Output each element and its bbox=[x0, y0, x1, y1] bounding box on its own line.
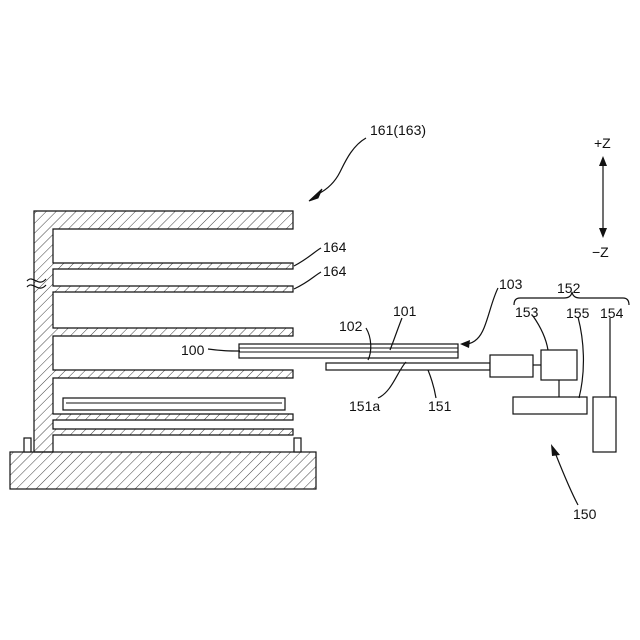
part-154-box bbox=[593, 397, 616, 452]
leader-151 bbox=[428, 370, 436, 398]
label-rack: 161(163) bbox=[370, 122, 426, 138]
label-part-154: 154 bbox=[600, 305, 624, 321]
label-substrate: 100 bbox=[181, 342, 205, 358]
leader-155 bbox=[578, 317, 583, 398]
foot-left bbox=[24, 438, 31, 452]
rack-frame bbox=[34, 211, 293, 452]
label-arm: 151 bbox=[428, 398, 452, 414]
leader-100 bbox=[208, 349, 240, 351]
label-arm-surface: 151a bbox=[349, 398, 380, 414]
label-plus-z: +Z bbox=[594, 135, 611, 151]
leader-150 bbox=[556, 455, 578, 505]
label-layer-101: 101 bbox=[393, 303, 417, 319]
arrowhead-161 bbox=[309, 189, 322, 201]
leader-161 bbox=[318, 138, 366, 194]
label-layer-102: 102 bbox=[339, 318, 363, 334]
arrowhead-150 bbox=[551, 444, 560, 456]
z-up-arrowhead bbox=[599, 156, 607, 166]
label-unit-150: 150 bbox=[573, 506, 597, 522]
arm-151 bbox=[326, 363, 490, 370]
arm-drive-box bbox=[490, 355, 533, 377]
stored-substrate bbox=[63, 398, 285, 410]
part-153-box bbox=[541, 350, 577, 380]
label-group-152: 152 bbox=[557, 280, 581, 296]
label-shelf-b: 164 bbox=[323, 263, 347, 279]
label-shelf-a: 164 bbox=[323, 239, 347, 255]
base-block bbox=[10, 452, 316, 489]
label-part-153: 153 bbox=[515, 304, 539, 320]
foot-right bbox=[294, 438, 301, 452]
label-arrow-103: 103 bbox=[499, 276, 523, 292]
part-155-box bbox=[513, 397, 587, 414]
leader-103 bbox=[467, 288, 498, 344]
leader-153 bbox=[533, 316, 548, 350]
substrate-100 bbox=[239, 344, 458, 358]
label-part-155: 155 bbox=[566, 305, 590, 321]
leader-164a bbox=[294, 248, 321, 266]
z-down-arrowhead bbox=[599, 228, 607, 238]
leader-164b bbox=[294, 272, 321, 289]
arrowhead-103 bbox=[460, 340, 470, 348]
label-minus-z: −Z bbox=[592, 244, 609, 260]
